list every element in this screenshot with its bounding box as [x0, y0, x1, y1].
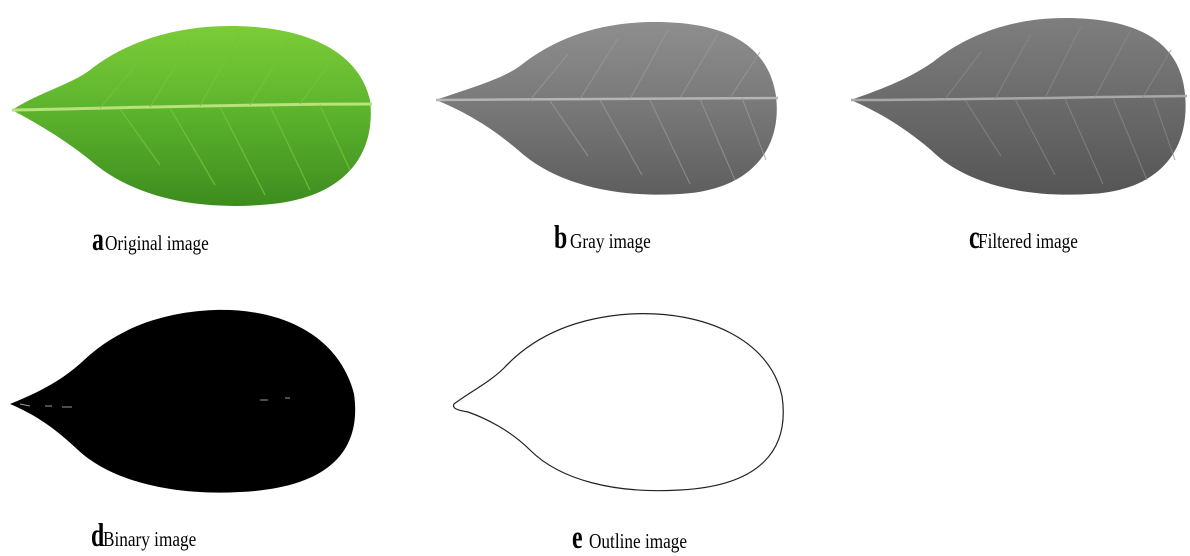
caption-binary: dBinary image — [91, 520, 217, 553]
panel-label: Original image — [105, 233, 209, 254]
caption-original: aOriginal image — [92, 224, 231, 257]
panel-binary: dBinary image — [0, 300, 400, 556]
caption-filtered: cFiltered image — [969, 222, 1100, 255]
panel-label: Binary image — [103, 529, 196, 550]
panel-letter: a — [92, 224, 104, 257]
original-leaf-image — [0, 0, 400, 220]
panel-label: Filtered image — [978, 231, 1078, 252]
outline-leaf-image — [440, 300, 800, 500]
panel-filtered: cFiltered image — [845, 0, 1190, 270]
binary-leaf-image — [0, 300, 400, 500]
panel-original: aOriginal image — [0, 0, 400, 270]
gray-leaf-image — [430, 0, 790, 220]
panel-letter: b — [554, 222, 567, 255]
filtered-leaf-image — [845, 0, 1190, 220]
caption-outline: e Outline image — [572, 522, 708, 555]
panel-letter: e — [572, 522, 583, 555]
panel-label: Outline image — [589, 531, 687, 552]
panel-outline: e Outline image — [440, 300, 800, 556]
panel-label: Gray image — [570, 231, 651, 252]
